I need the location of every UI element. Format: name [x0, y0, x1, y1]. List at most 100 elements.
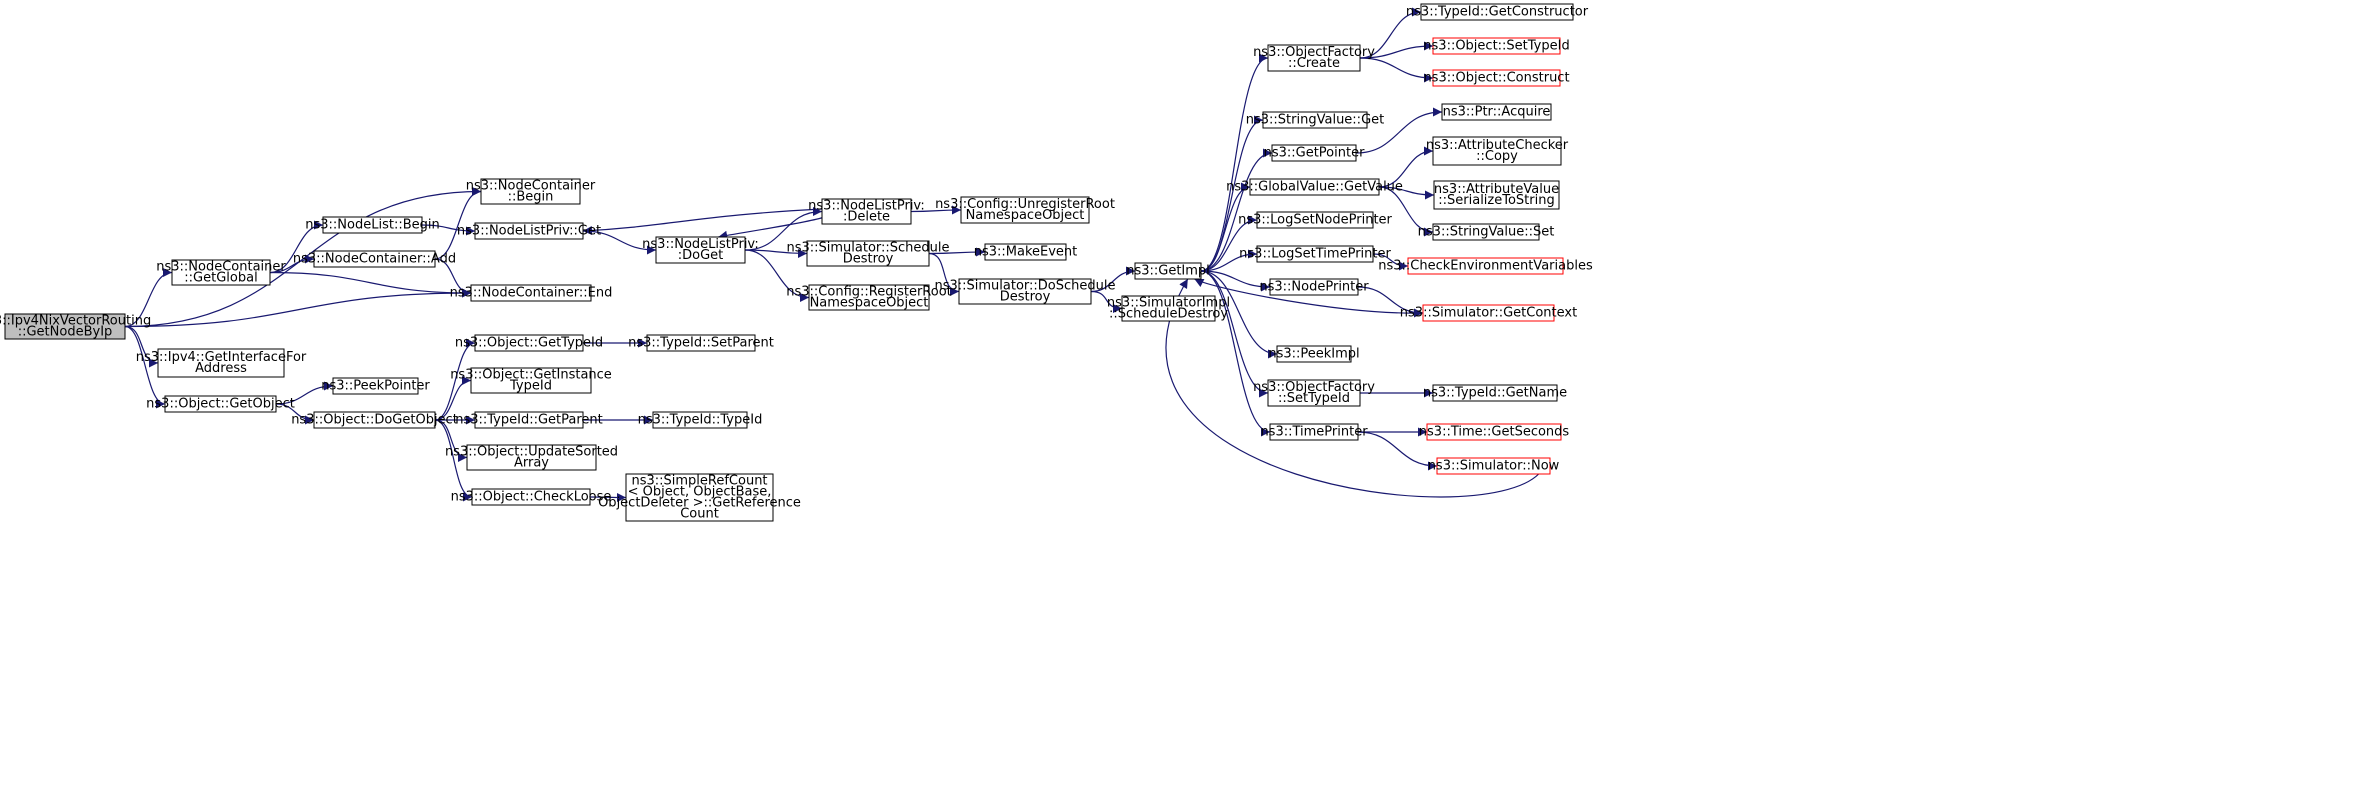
node-label-line: NamespaceObject	[810, 296, 929, 311]
node-typeid_getname[interactable]: ns3::TypeId::GetName	[1423, 384, 1567, 402]
node-obj_checkloose[interactable]: ns3::Object::CheckLoose	[451, 488, 612, 506]
node-box	[1134, 262, 1202, 280]
node-simplerefcount[interactable]: ns3::SimpleRefCount< Object, ObjectBase,…	[598, 473, 801, 522]
node-label-line: ns3::NodeListPriv:	[808, 199, 925, 214]
edge-nlp_get-to-nlp_doget	[582, 230, 657, 255]
edge-obj_getobject-to-peekpointer	[275, 381, 334, 405]
node-box	[1267, 379, 1361, 407]
node-box	[958, 278, 1092, 305]
node-logsettimeprinter[interactable]: ns3::LogSetTimePrinter	[1239, 245, 1391, 263]
node-getimpl[interactable]: ns3::GetImpl	[1126, 262, 1210, 280]
edge-gv_getvalue-to-av_serialize	[1378, 186, 1435, 200]
node-gv_getvalue[interactable]: ns3::GlobalValue::GetValue	[1226, 178, 1403, 196]
node-label-line: ns3::NodeList::Begin	[305, 218, 439, 233]
node-sim_scheduledestroy[interactable]: ns3::Simulator::ScheduleDestroy	[786, 240, 950, 267]
node-box	[466, 444, 597, 471]
node-label-line: ns3::LogSetNodePrinter	[1238, 213, 1392, 228]
node-label-line: ns3::Object::DoGetObject	[291, 413, 458, 428]
node-nc_begin[interactable]: ns3::NodeContainer::Begin	[466, 178, 596, 205]
node-of_create[interactable]: ns3::ObjectFactory::Create	[1253, 44, 1375, 72]
node-cfg_unregisterroot[interactable]: ns3::Config::UnregisterRootNamespaceObje…	[935, 196, 1115, 224]
edge-getimpl-to-nodeprinter	[1200, 270, 1271, 292]
node-box	[1433, 180, 1560, 210]
edge-obj_dogetobject-to-obj_checkloose	[434, 419, 473, 502]
node-label-line: ns3::TypeId::GetConstructor	[1406, 5, 1589, 20]
node-nodeprinter[interactable]: ns3::NodePrinter	[1259, 278, 1369, 296]
node-label-line: Array	[514, 456, 549, 471]
node-root[interactable]: ns3::Ipv4NixVectorRouting::GetNodeByIp	[0, 313, 151, 340]
node-box	[1420, 3, 1574, 21]
edge-of_create-to-obj_construct	[1359, 57, 1434, 83]
node-nlp_get[interactable]: ns3::NodeListPriv::Get	[457, 222, 601, 240]
node-simimpl_scheduledestroy[interactable]: ns3::SimulatorImpl::ScheduleDestroy	[1107, 295, 1230, 322]
node-box	[1432, 37, 1561, 55]
node-nlp_doget[interactable]: ns3::NodeListPriv::DoGet	[642, 236, 759, 264]
node-typeid_getconstructor[interactable]: ns3::TypeId::GetConstructor	[1406, 3, 1589, 21]
edge-of_create-to-typeid_getconstructor	[1359, 7, 1422, 59]
node-nc_add[interactable]: ns3::NodeContainer::Add	[293, 250, 456, 268]
node-sim_now[interactable]: ns3::Simulator::Now	[1428, 457, 1560, 475]
node-label-line: :DoGet	[678, 248, 724, 263]
node-sv_set[interactable]: ns3::StringValue::Set	[1418, 223, 1555, 241]
node-box	[1267, 44, 1361, 72]
node-obj_gettypeid[interactable]: ns3::Object::GetTypeId	[455, 334, 603, 352]
node-checkenv[interactable]: ns3::CheckEnvironmentVariables	[1378, 257, 1593, 275]
node-obj_construct[interactable]: ns3::Object::Construct	[1423, 69, 1570, 87]
node-obj_getobject[interactable]: ns3::Object::GetObject	[146, 395, 295, 413]
node-label-line: ns3::GetPointer	[1264, 146, 1365, 161]
edge-getimpl-to-logsettimeprinter	[1200, 249, 1258, 272]
node-label-line: ObjectDeleter >::GetReference	[598, 496, 801, 511]
node-box	[470, 284, 592, 302]
node-peekpointer[interactable]: ns3::PeekPointer	[321, 377, 430, 395]
node-box	[157, 348, 285, 378]
node-typeid_typeid[interactable]: ns3::TypeId::TypeId	[638, 411, 763, 429]
node-timeprinter[interactable]: ns3::TimePrinter	[1260, 423, 1368, 441]
node-label-line: < Object, ObjectBase,	[628, 485, 772, 500]
node-label-line: NamespaceObject	[966, 208, 1085, 223]
node-label-line: ns3::Simulator::GetContext	[1400, 306, 1577, 321]
edge-obj_dogetobject-to-obj_getinstancetypeid	[434, 376, 472, 421]
node-av_serialize[interactable]: ns3::AttributeValue::SerializeToString	[1433, 180, 1560, 210]
node-box	[1432, 384, 1558, 402]
node-time_getseconds[interactable]: ns3::Time::GetSeconds	[1419, 423, 1570, 441]
node-label-line: ns3::TimePrinter	[1260, 425, 1368, 440]
node-box	[808, 284, 930, 311]
node-getpointer[interactable]: ns3::GetPointer	[1264, 144, 1365, 162]
node-obj_settypeid[interactable]: ns3::Object::SetTypeId	[1423, 37, 1570, 55]
node-typeid_setparent[interactable]: ns3::TypeId::SetParent	[628, 334, 774, 352]
node-box	[1249, 178, 1380, 196]
node-nlp_delete[interactable]: ns3::NodeListPriv::Delete	[808, 198, 925, 225]
edge-nc_add-to-nc_begin	[434, 187, 482, 260]
node-label-line: ns3::SimulatorImpl	[1107, 296, 1230, 311]
node-label-line: ns3::CheckEnvironmentVariables	[1378, 259, 1593, 274]
node-box	[625, 473, 774, 522]
node-obj_dogetobject[interactable]: ns3::Object::DoGetObject	[291, 411, 458, 429]
node-sv_get[interactable]: ns3::StringValue::Get	[1246, 111, 1384, 129]
node-nl_begin[interactable]: ns3::NodeList::Begin	[305, 216, 440, 234]
node-label-line: ns3::Object::UpdateSorted	[445, 445, 618, 460]
node-label-line: ns3::Object::SetTypeId	[1423, 39, 1569, 54]
node-sim_getcontext[interactable]: ns3::Simulator::GetContext	[1400, 304, 1577, 322]
node-label-line: ns3::ObjectFactory	[1253, 45, 1375, 60]
node-nc_getglobal[interactable]: ns3::NodeContainer::GetGlobal	[156, 259, 286, 286]
node-label-line: ns3::Time::GetSeconds	[1419, 425, 1570, 440]
node-label-line: Address	[195, 361, 247, 376]
node-box	[474, 222, 584, 240]
node-makeevent[interactable]: ns3::MakeEvent	[974, 243, 1078, 261]
edge-nlp_doget-to-nlp_delete	[744, 207, 823, 251]
node-label-line: ::GetNodeByIp	[18, 325, 113, 340]
node-logsetnodeprinter[interactable]: ns3::LogSetNodePrinter	[1238, 211, 1393, 229]
node-peekimpl[interactable]: ns3::PeekImpl	[1268, 345, 1360, 363]
node-typeid_getparent[interactable]: ns3::TypeId::GetParent	[455, 411, 603, 429]
edge-getimpl-to-logsetnodeprinter	[1200, 215, 1258, 272]
node-ptr_acquire[interactable]: ns3::Ptr::Acquire	[1441, 103, 1552, 121]
node-box	[1432, 223, 1540, 241]
node-ac_copy[interactable]: ns3::AttributeChecker::Copy	[1426, 136, 1569, 166]
node-nc_end[interactable]: ns3::NodeContainer::End	[450, 284, 613, 302]
node-of_settypeid[interactable]: ns3::ObjectFactory::SetTypeId	[1253, 379, 1375, 407]
